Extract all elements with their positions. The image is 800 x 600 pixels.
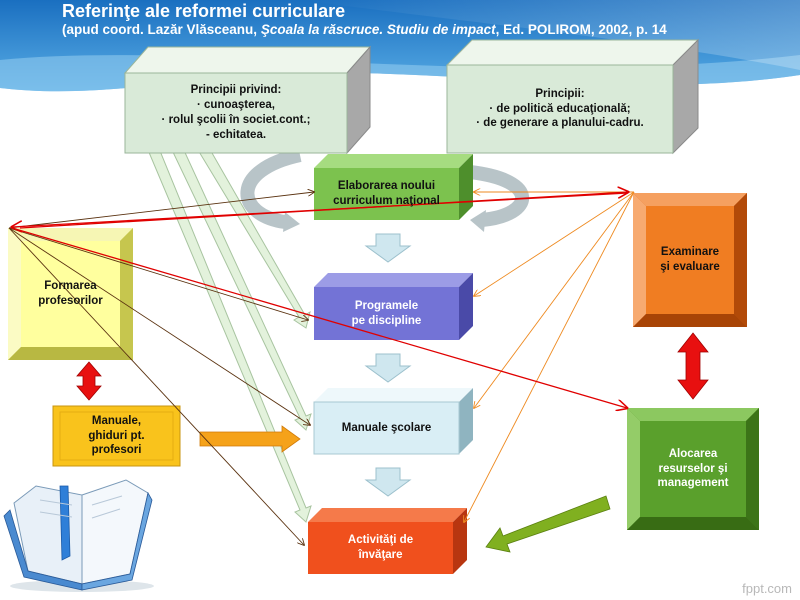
activitati-box — [308, 508, 467, 574]
manuale-scolare-box — [313, 388, 473, 455]
examinare-box — [633, 193, 747, 327]
elaborarea-box — [314, 154, 473, 220]
principii-1-text: Principii privind: · cunoaşterea, · rolu… — [161, 84, 311, 141]
manuale-ghiduri-text: Manuale, ghiduri pt. profesori — [88, 414, 145, 457]
subtitle-suffix: , Ed. POLIROM, 2002, p. 14 — [495, 22, 667, 37]
programele-text: Programele pe discipline — [351, 299, 422, 327]
formarea-text: Formarea profesorilor — [38, 280, 103, 307]
subtitle-book-title: Şcoala la răscruce. Studiu de impact — [260, 22, 496, 37]
watermark: fppt.com — [742, 581, 792, 596]
principii-2-text: Principii: · de politică educaţională; ·… — [476, 87, 644, 130]
slide-title: Referinţe ale reformei curriculare — [62, 1, 346, 21]
manuale-ghiduri-box — [52, 405, 181, 467]
principii-box-2 — [445, 38, 700, 155]
center-down-arrows — [364, 233, 412, 497]
alocarea-box — [627, 408, 759, 530]
slide-subtitle: (apud coord. Lazăr Vlăsceanu, Şcoala la … — [62, 22, 667, 37]
principii-box-1 — [123, 45, 372, 155]
red-double-arrows — [76, 332, 709, 401]
formarea-box — [8, 228, 133, 360]
orange-block-arrow — [199, 425, 301, 453]
examinare-text: Examinare şi evaluare — [660, 246, 720, 273]
programele-box — [314, 273, 473, 340]
book-icon — [3, 479, 154, 592]
manuale-scolare-text: Manuale şcolare — [341, 421, 432, 434]
examinare-thin-arrows — [464, 192, 635, 522]
subtitle-prefix: (apud coord. Lazăr Vlăsceanu, — [62, 22, 261, 37]
elaborarea-text: Elaborarea noului curriculum naţional — [333, 180, 440, 207]
alocarea-text: Alocarea resurselor şi management — [657, 447, 729, 490]
green-block-arrow — [485, 495, 611, 553]
red-link-lines — [12, 192, 628, 408]
cycle-arrows — [240, 148, 530, 232]
activitati-text: Activităţi de învăţare — [347, 534, 414, 561]
formarea-thin-arrows — [8, 192, 314, 545]
